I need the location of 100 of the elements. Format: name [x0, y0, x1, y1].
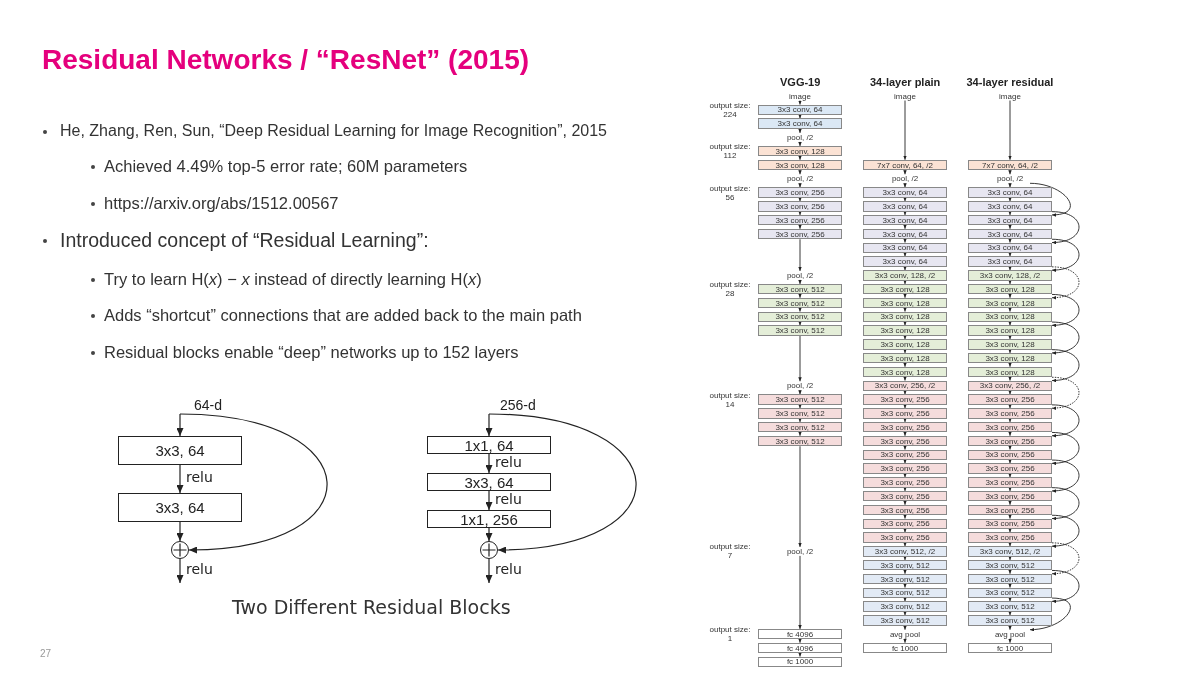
layer-box: 3x3 conv, 256 [863, 532, 947, 543]
layer-box: 3x3 conv, 128 [863, 352, 947, 364]
layer-box: 3x3 conv, 256 [758, 228, 842, 240]
arrow [176, 521, 184, 542]
arrow [1008, 459, 1012, 464]
arrow [485, 527, 493, 542]
edge-label: relu [495, 561, 522, 577]
arrow [1008, 514, 1012, 519]
arrow [1008, 569, 1012, 575]
layer-box: 3x3 conv, 128 [863, 339, 947, 350]
layer-box: 3x3 conv, 256 [968, 435, 1052, 447]
layer-box: 3x3 conv, 256 [968, 421, 1052, 433]
layer-box: 3x3 conv, 128 [968, 297, 1052, 309]
layer-box: 3x3 conv, 256 [863, 421, 947, 433]
column-heading: 34-layer plain [870, 76, 941, 88]
arrow [798, 652, 802, 657]
bullet-text: Adds “shortcut” connections that are added back to the main path [104, 306, 582, 325]
arrow [1008, 307, 1012, 312]
layer-box: 3x3 conv, 128 [968, 325, 1052, 336]
arrow [903, 238, 907, 243]
layer-box: 3x3 conv, 512 [863, 601, 947, 612]
layer-box: 3x3, 64 [118, 436, 242, 465]
arrow [1008, 321, 1012, 326]
layer-box: 3x3 conv, 128 [968, 352, 1052, 364]
arrow [903, 404, 907, 409]
arrow [798, 224, 802, 230]
layer-box: 3x3 conv, 256 [968, 504, 1052, 516]
layer-box: 3x3 conv, 512 [758, 297, 842, 309]
layer-box: 3x3 conv, 256 [863, 463, 947, 474]
arrow [903, 611, 907, 616]
bullet-text: https://arxiv.org/abs/1512.00567 [104, 194, 339, 213]
layer-box: 3x3 conv, 256 [863, 477, 947, 488]
arrow [1008, 500, 1012, 506]
arrow [903, 169, 907, 175]
dimension-label: 256-d [485, 396, 543, 414]
arrow [1008, 348, 1012, 354]
arrow [903, 555, 907, 561]
layer-box: 3x3 conv, 512 [863, 559, 947, 571]
column-heading: 34-layer residual [966, 76, 1054, 88]
layer-box: 3x3 conv, 128 [758, 159, 842, 171]
arrow [903, 473, 907, 478]
arrow [798, 169, 802, 175]
layer-box: 3x3 conv, 64 [863, 228, 947, 240]
layer-box: 3x3 conv, 512, /2 [968, 546, 1052, 557]
layer-box: 3x3 conv, 256 [968, 463, 1052, 474]
arrow [903, 321, 907, 326]
arrow [798, 155, 802, 161]
layer-box: 3x3 conv, 256 [863, 435, 947, 447]
arrow [903, 500, 907, 506]
layer-box: 3x3 conv, 64 [863, 256, 947, 267]
arrow [903, 583, 907, 588]
layer-label: image [885, 91, 925, 101]
layer-box: 3x3 conv, 512 [863, 573, 947, 585]
layer-box: 3x3 conv, 128, /2 [863, 270, 947, 281]
bullet-text: Residual blocks enable “deep” networks up to 152 layers [104, 343, 519, 362]
layer-label: pool, /2 [780, 381, 820, 391]
arrow [903, 638, 907, 644]
arrow [1008, 555, 1012, 561]
edge-label: relu [186, 561, 213, 577]
layer-box: 3x3 conv, 512 [758, 311, 842, 323]
layer-box: 3x3 conv, 256 [968, 477, 1052, 488]
layer-box: 3x3 conv, 64 [758, 118, 842, 129]
arrow [903, 210, 907, 216]
column-heading: VGG-19 [780, 76, 821, 88]
layer-label: pool, /2 [885, 174, 925, 184]
arrow [485, 453, 493, 474]
layer-box: 3x3 conv, 256 [863, 408, 947, 419]
addition-node [480, 541, 498, 559]
output-size-label: output size: 224 [708, 100, 752, 119]
bullet-text: Try to learn H(x) − x instead of directly learning H(x) [104, 270, 482, 289]
arrow [1008, 486, 1012, 492]
layer-box: 3x3, 64 [118, 493, 242, 522]
arrow [1008, 224, 1012, 230]
output-size-label: output size: 28 [708, 280, 752, 299]
arrow [1008, 404, 1012, 409]
edge-label: relu [495, 453, 522, 470]
arrow [903, 362, 907, 368]
layer-box: 3x3 conv, 512 [968, 559, 1052, 571]
arrow [1008, 583, 1012, 588]
arrow [1008, 266, 1012, 271]
arrow [488, 413, 637, 553]
bullet-text: Introduced concept of “Residual Learning”: [60, 229, 429, 252]
layer-box: 3x3 conv, 256 [968, 449, 1052, 461]
arrow [1008, 597, 1012, 602]
layer-box: 3x3 conv, 512 [758, 408, 842, 419]
arrow [485, 558, 493, 584]
layer-box: 7x7 conv, 64, /2 [863, 159, 947, 171]
output-size-label: output size: 56 [708, 183, 752, 202]
output-size-label: output size: 1 [708, 625, 752, 644]
layer-box: 3x3 conv, 64 [758, 104, 842, 116]
arrow [798, 293, 802, 299]
layer-box: 3x3 conv, 256 [758, 214, 842, 226]
arrow [1008, 362, 1012, 368]
layer-box: 3x3 conv, 256 [968, 394, 1052, 405]
arrow [1008, 473, 1012, 478]
arrow [798, 128, 802, 134]
bullet-text: He, Zhang, Ren, Sun, “Deep Residual Learning for Image Recognition”, 2015 [60, 122, 607, 140]
layer-box: 3x3 conv, 128 [968, 283, 1052, 295]
arrow [176, 558, 184, 584]
arrow [798, 210, 802, 216]
